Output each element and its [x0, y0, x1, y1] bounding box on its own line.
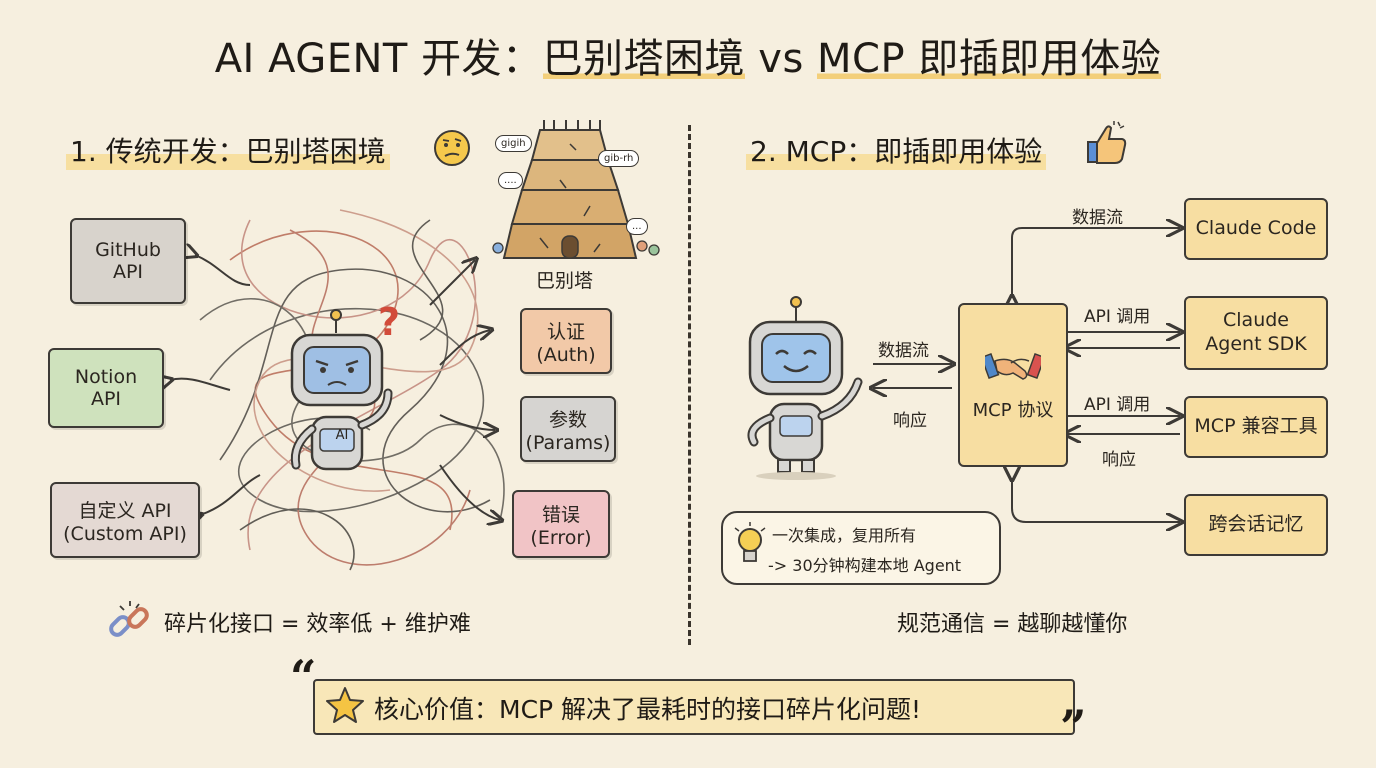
section-1-title: 1. 传统开发：巴别塔困境	[66, 130, 390, 170]
auth-issue-label: 认证	[546, 320, 585, 343]
open-quote: “	[290, 650, 317, 704]
target-label: 跨会话记忆	[1208, 513, 1304, 536]
top-dataflow-label: 数据流	[1072, 208, 1123, 228]
target-cross-session-memory: 跨会话记忆	[1184, 494, 1328, 556]
error-issue-sublabel: (Error)	[530, 526, 592, 549]
github-api-sublabel: API	[112, 261, 144, 283]
section-divider	[688, 125, 691, 645]
title-highlight-2: MCP 即插即用体验	[817, 36, 1162, 82]
title-mid: vs	[745, 36, 818, 82]
handshake-icon	[980, 347, 1046, 394]
mcp-hub-label: MCP 协议	[972, 400, 1054, 422]
target-claude-code: Claude Code	[1184, 198, 1328, 260]
response-label-2: 响应	[1102, 450, 1136, 470]
agent-response-label: 响应	[893, 411, 927, 431]
tip-line-2: -> 30分钟构建本地 Agent	[768, 556, 962, 575]
target-label: Claude Code	[1195, 217, 1317, 240]
mcp-arrows	[690, 190, 1350, 550]
speech-bubble: gigih	[495, 135, 532, 152]
custom-api-piece: 自定义 API(Custom API)	[50, 482, 200, 558]
tip-note	[721, 511, 1001, 585]
speech-bubble: ...	[626, 218, 648, 235]
params-issue-sublabel: (Params)	[525, 431, 611, 454]
notion-api-label: Notion	[74, 366, 138, 388]
broken-link-icon	[104, 598, 154, 652]
question-mark-icon: ?	[378, 300, 401, 344]
agent-dataflow-label: 数据流	[878, 341, 929, 361]
left-caption: 碎片化接口 = 效率低 + 维护难	[164, 612, 471, 637]
speech-bubble: ....	[498, 172, 523, 189]
custom-api-label: 自定义 API	[78, 499, 172, 522]
core-value-banner	[313, 679, 1075, 735]
custom-api-sublabel: (Custom API)	[63, 522, 187, 545]
thumbs-up-icon	[1080, 118, 1130, 172]
api-call-label-1: API 调用	[1084, 307, 1151, 327]
error-issue-piece: 错误(Error)	[512, 490, 610, 558]
babel-tower-label: 巴别塔	[536, 270, 594, 292]
section-2-title: 2. MCP：即插即用体验	[746, 130, 1047, 170]
happy-robot	[738, 292, 878, 486]
auth-issue-sublabel: (Auth)	[536, 343, 596, 366]
confused-robot	[278, 305, 418, 489]
robot-ai-label: AI	[335, 428, 349, 443]
confused-face-icon	[432, 128, 472, 172]
title-prefix: AI AGENT 开发：	[214, 36, 543, 82]
api-arrows	[150, 225, 520, 545]
title-highlight-1: 巴别塔困境	[542, 36, 746, 82]
mcp-protocol-hub: MCP 协议	[958, 303, 1068, 467]
speech-bubble: gib-rh	[598, 150, 640, 167]
target-label: MCP 兼容工具	[1194, 415, 1318, 438]
target-label: Claude Agent SDK	[1205, 309, 1307, 355]
core-value-text: 核心价值：MCP 解决了最耗时的接口碎片化问题!	[374, 695, 922, 724]
error-issue-label: 错误	[541, 503, 580, 526]
star-icon	[326, 686, 364, 728]
right-caption: 规范通信 = 越聊越懂你	[897, 612, 1128, 637]
target-claude-agent-sdk: Claude Agent SDK	[1184, 296, 1328, 370]
page-title: AI AGENT 开发：巴别塔困境 vs MCP 即插即用体验	[0, 26, 1376, 84]
lightbulb-icon	[733, 522, 767, 574]
github-api-label: GitHub	[95, 239, 161, 261]
params-issue-label: 参数	[548, 408, 587, 431]
close-quote: ”	[1060, 700, 1087, 754]
tip-line-1: 一次集成，复用所有	[772, 526, 917, 545]
auth-issue-piece: 认证(Auth)	[520, 308, 612, 374]
api-call-label-2: API 调用	[1084, 395, 1151, 415]
params-issue-piece: 参数(Params)	[520, 396, 616, 462]
target-mcp-compatible-tools: MCP 兼容工具	[1184, 396, 1328, 458]
notion-api-sublabel: API	[90, 388, 122, 410]
